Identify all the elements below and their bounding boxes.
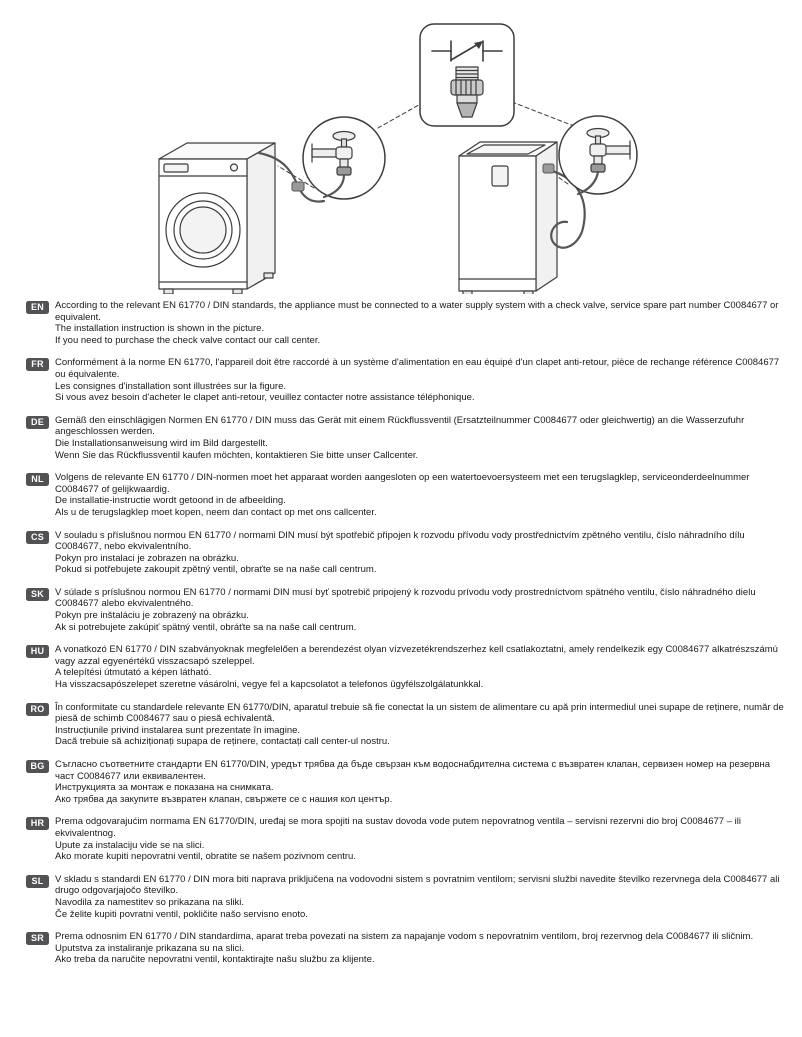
section-line: A telepítési útmutató a képen látható. [55, 667, 212, 679]
faucet-connection-callout-right [558, 115, 638, 196]
check-valve-box [419, 23, 515, 127]
check-valve-symbol-icon [431, 40, 503, 62]
language-section: RO În conformitate cu standardele releva… [26, 702, 788, 748]
inlet-hose-left [257, 151, 326, 203]
section-line: De installatie-instructie wordt getoond … [55, 495, 286, 507]
section-line: Conformément à la norme EN 61770, l'appa… [55, 357, 780, 380]
top-load-washer-drawing [458, 141, 558, 294]
section-line: If you need to purchase the check valve … [55, 334, 321, 346]
section-line: Ako morate kupiti nepovratni ventil, obr… [55, 851, 356, 863]
callout-connector-lines [277, 101, 575, 189]
section-text: V súlade s príslušnou normou EN 61770 / … [55, 587, 788, 633]
language-section: NL Volgens de relevante EN 61770 / DIN-n… [26, 472, 788, 518]
language-section: HU A vonatkozó EN 61770 / DIN szabványok… [26, 644, 788, 690]
language-sections: EN According to the relevant EN 61770 / … [26, 300, 788, 966]
section-line: În conformitate cu standardele relevante… [55, 701, 784, 725]
section-line: V souladu s příslušnou normou EN 61770 /… [55, 529, 745, 553]
section-line: According to the relevant EN 61770 / DIN… [55, 300, 779, 323]
section-line: Ако трябва да закупите възвратен клапан,… [55, 793, 393, 805]
section-line: Upute za instalaciju vide se na slici. [55, 839, 205, 851]
front-load-washer-drawing [158, 142, 276, 294]
section-line: Prema odgovarajućim normama EN 61770/DIN… [55, 816, 741, 839]
section-line: Ak si potrebujete zakúpiť spätný ventil,… [55, 621, 357, 633]
language-badge: HU [26, 645, 49, 659]
section-line: V skladu s standardi EN 61770 / DIN mora… [55, 873, 780, 897]
language-badge: SK [26, 587, 49, 601]
section-text: V souladu s příslušnou normou EN 61770 /… [55, 530, 788, 576]
language-badge: SR [26, 932, 49, 946]
section-line: Wenn Sie das Rückflussventil kaufen möch… [55, 449, 419, 461]
section-text: Conformément à la norme EN 61770, l'appa… [55, 357, 788, 403]
language-section: BG Съгласно съответните стандарти EN 617… [26, 759, 788, 805]
section-line: Инструкцията за монтаж е показана на сни… [55, 782, 274, 794]
section-line: Les consignes d'installation sont illust… [55, 380, 286, 392]
language-section: CS V souladu s příslušnou normou EN 6177… [26, 530, 788, 576]
section-text: Съгласно съответните стандарти EN 61770/… [55, 759, 788, 805]
language-badge: HR [26, 817, 49, 831]
section-line: A vonatkozó EN 61770 / DIN szabványoknak… [55, 644, 778, 667]
language-badge: EN [26, 301, 49, 314]
language-badge: RO [26, 702, 49, 716]
section-line: Instrucțiunile privind instalarea sunt p… [55, 724, 301, 736]
language-section: SK V súlade s príslušnou normou EN 61770… [26, 587, 788, 633]
language-section: DE Gemäß den einschlägigen Normen EN 617… [26, 415, 788, 461]
section-text: V skladu s standardi EN 61770 / DIN mora… [55, 874, 788, 920]
section-line: Si vous avez besoin d'acheter le clapet … [55, 392, 475, 404]
section-line: Navodila za namestitev so prikazana na s… [55, 896, 245, 908]
section-text: According to the relevant EN 61770 / DIN… [55, 300, 788, 346]
section-text: A vonatkozó EN 61770 / DIN szabványoknak… [55, 644, 788, 690]
language-badge: CS [26, 530, 49, 544]
check-valve-part-icon [450, 66, 484, 118]
section-line: Съгласно съответните стандарти EN 61770/… [55, 759, 771, 782]
language-badge: NL [26, 473, 49, 487]
installation-diagram-svg [158, 23, 638, 294]
section-line: Pokyn pro instalaci je zobrazen na obráz… [55, 552, 239, 564]
faucet-connection-callout-left [302, 116, 386, 200]
section-line: The installation instruction is shown in… [55, 323, 265, 335]
language-badge: BG [26, 760, 49, 773]
section-line: Če želite kupiti povratni ventil, poklič… [55, 908, 308, 920]
section-line: Pokud si potřebujete zakoupit zpětný ven… [55, 564, 377, 576]
language-section: SL V skladu s standardi EN 61770 / DIN m… [26, 874, 788, 920]
language-badge: SL [26, 874, 49, 888]
language-section: EN According to the relevant EN 61770 / … [26, 300, 788, 346]
language-badge: FR [26, 358, 49, 372]
section-line: Gemäß den einschlägigen Normen EN 61770 … [55, 414, 745, 438]
section-line: V súlade s príslušnou normou EN 61770 / … [55, 586, 756, 610]
section-line: Pokyn pre inštaláciu je zobrazený na obr… [55, 610, 249, 622]
section-line: Dacă trebuie să achiziționați supapa de … [55, 736, 390, 748]
section-line: Die Installationsanweisung wird im Bild … [55, 437, 268, 449]
section-text: În conformitate cu standardele relevante… [55, 702, 788, 748]
section-line: Als u de terugslagklep moet kopen, neem … [55, 506, 377, 518]
language-section: HR Prema odgovarajućim normama EN 61770/… [26, 816, 788, 862]
language-badge: DE [26, 415, 49, 429]
section-line: Prema odnosnim EN 61770 / DIN standardim… [55, 931, 754, 943]
section-text: Gemäß den einschlägigen Normen EN 61770 … [55, 415, 788, 461]
section-line: Volgens de relevante EN 61770 / DIN-norm… [55, 472, 750, 495]
section-text: Prema odgovarajućim normama EN 61770/DIN… [55, 816, 788, 862]
section-text: Volgens de relevante EN 61770 / DIN-norm… [55, 472, 788, 518]
section-text: Prema odnosnim EN 61770 / DIN standardim… [55, 931, 788, 966]
installation-diagram [26, 6, 788, 294]
section-line: Ha visszacsapószelepet szeretne vásároln… [55, 679, 484, 691]
section-line: Uputstva za instaliranje prikazana su na… [55, 942, 245, 954]
language-section: FR Conformément à la norme EN 61770, l'a… [26, 357, 788, 403]
section-line: Ako treba da naručite nepovratni ventil,… [55, 954, 375, 966]
language-section: SR Prema odnosnim EN 61770 / DIN standar… [26, 931, 788, 966]
